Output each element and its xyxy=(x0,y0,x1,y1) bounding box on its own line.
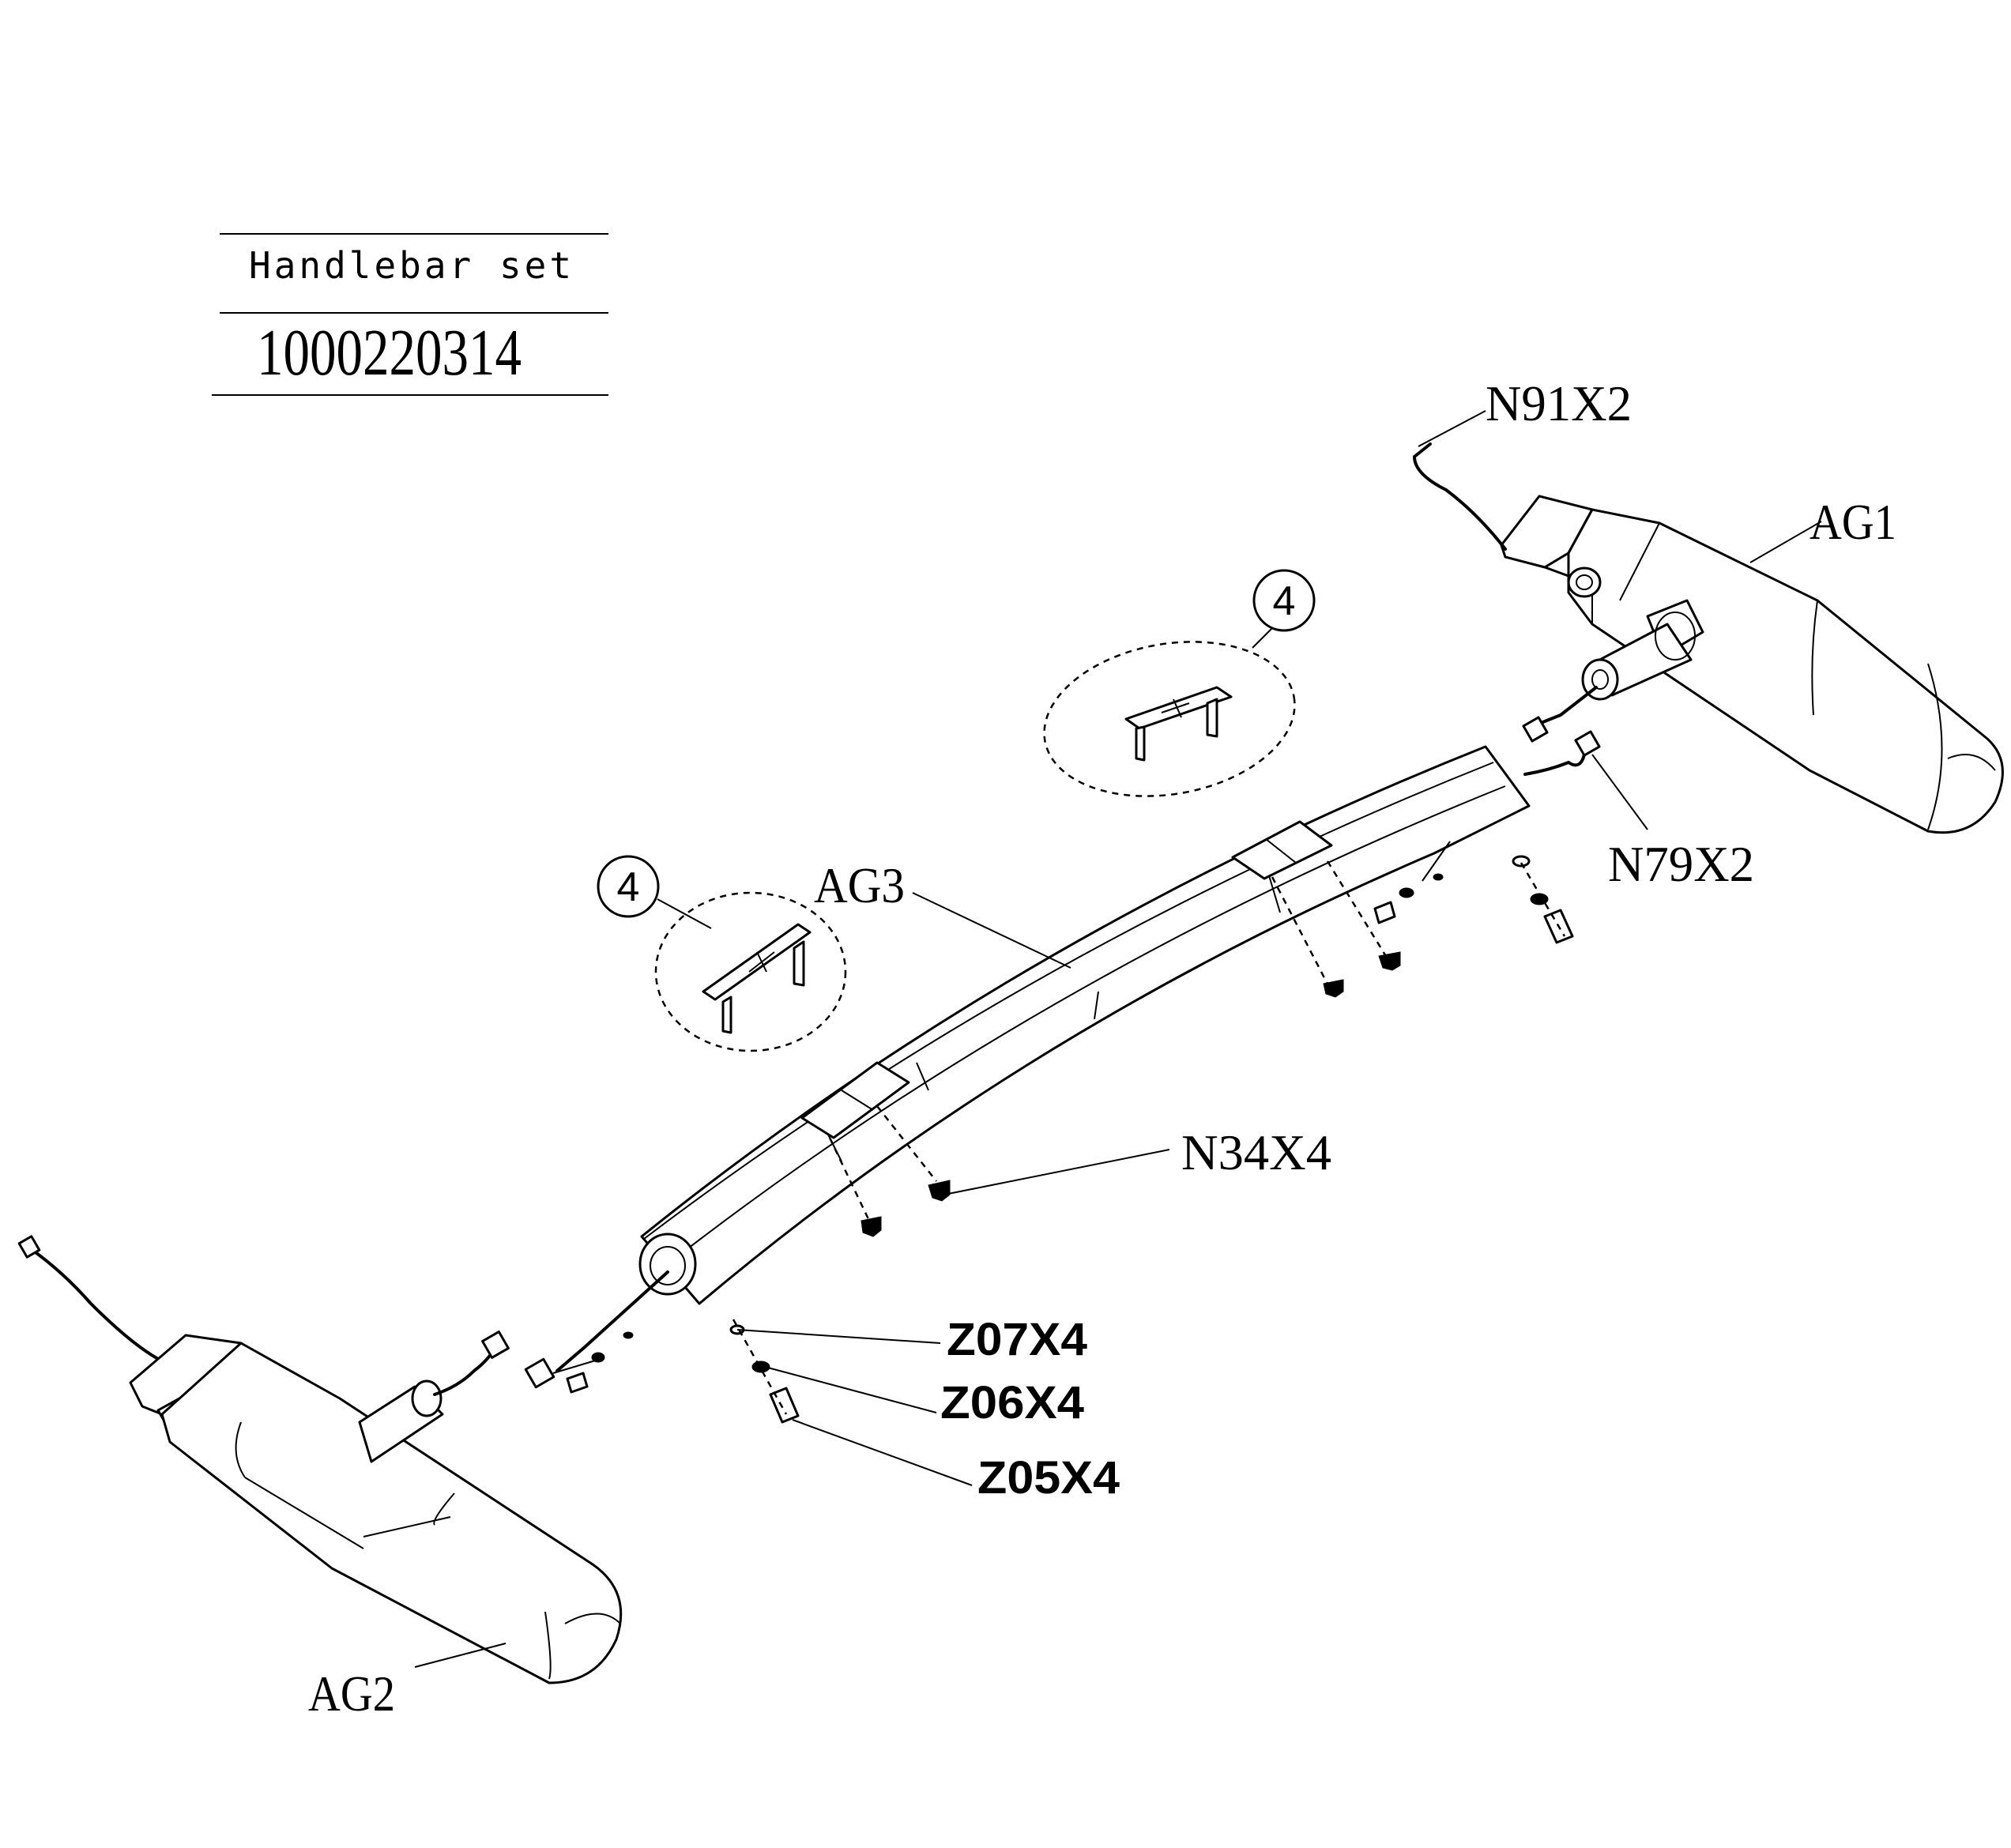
callout-z07: Z07X4 xyxy=(947,1314,1087,1365)
part-ag3-center-bar xyxy=(524,730,1601,1389)
assembly-number: 1000220314 xyxy=(257,316,522,390)
leader-lines xyxy=(414,410,1822,1668)
part-ag2-left-grip xyxy=(17,1235,623,1684)
callout-ag1: AG1 xyxy=(1810,494,1896,550)
callout-z05: Z05X4 xyxy=(977,1452,1120,1504)
callout-ag3: AG3 xyxy=(814,857,905,913)
callout-ag2: AG2 xyxy=(308,1665,395,1722)
callout-n91: N91X2 xyxy=(1486,375,1632,431)
hardware-stack-left xyxy=(566,1319,800,1424)
callout-cap-lower: 4 xyxy=(617,864,640,910)
title-block: Handlebar set 1000220314 xyxy=(212,233,608,396)
part-ag1-right-grip xyxy=(1413,442,2004,834)
callout-n34: N34X4 xyxy=(1181,1124,1331,1180)
callout-cap-upper: 4 xyxy=(1273,578,1296,624)
hardware-stack-right xyxy=(1373,841,1574,944)
assembly-name: Handlebar set xyxy=(249,244,574,287)
cap-lower-group: 4 xyxy=(597,855,847,1052)
callout-z06: Z06X4 xyxy=(940,1377,1084,1428)
cap-upper-group: 4 xyxy=(1043,569,1316,797)
screws-n34 xyxy=(828,860,1401,1237)
callout-n79: N79X2 xyxy=(1608,836,1754,892)
screw-icon xyxy=(861,951,1401,1237)
